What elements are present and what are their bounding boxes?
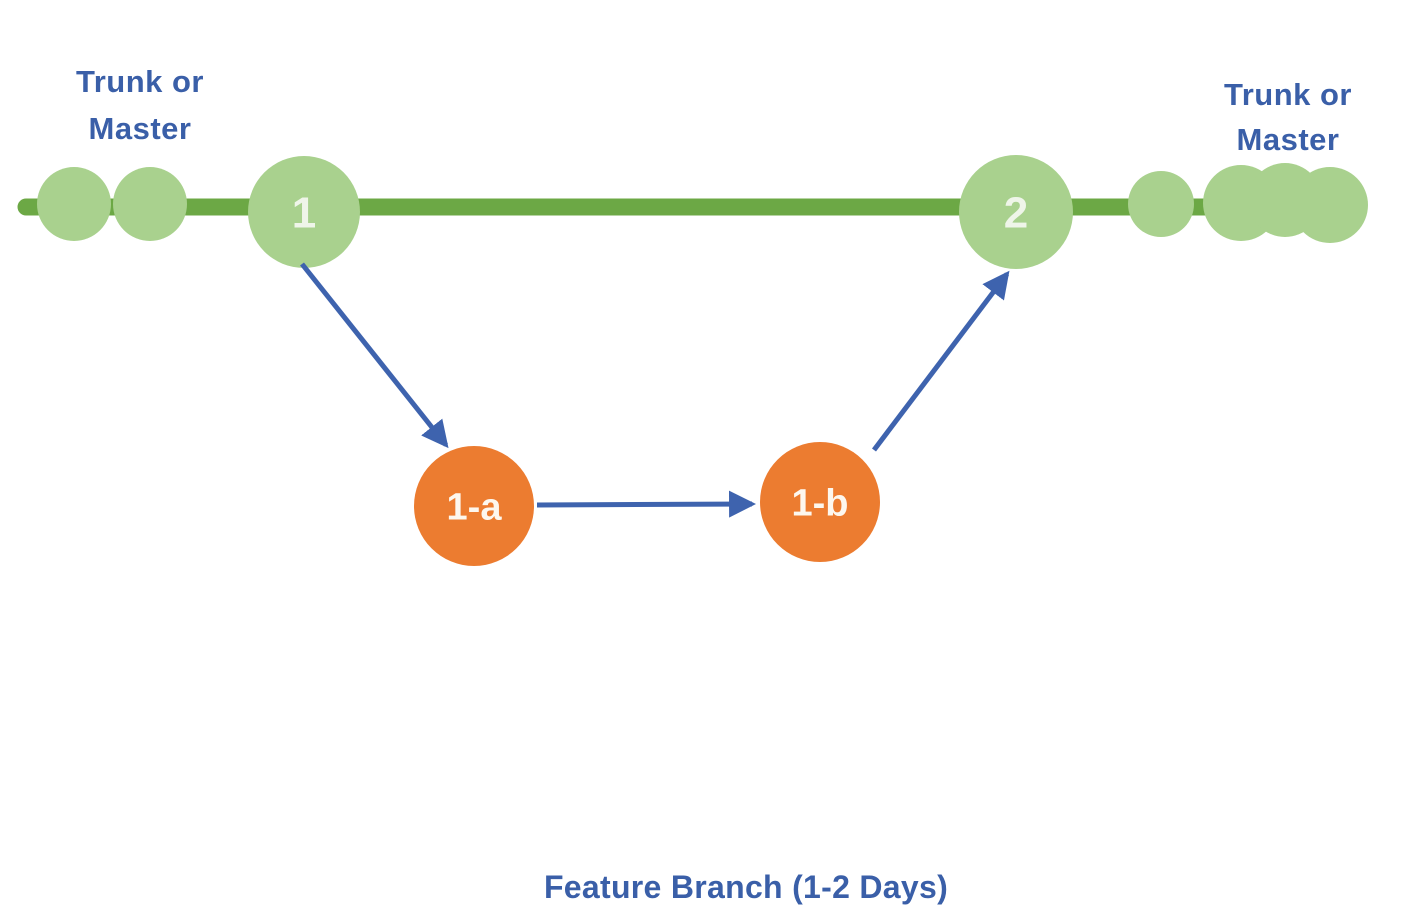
arrow-feature-b-to-commit2 [872, 270, 1010, 452]
commit-dot [37, 167, 111, 241]
trunk-label-right-line2: Master [1237, 122, 1340, 157]
feature-commit-b-label: 1-b [792, 482, 849, 524]
trunk-commit-2-node [959, 155, 1073, 269]
feature-commit-a-label: 1-a [447, 486, 503, 528]
arrow-feature-a-to-feature-b [536, 490, 757, 518]
feature-commit-b-node [760, 442, 880, 562]
trunk-commit-2-label: 2 [1004, 188, 1028, 237]
commit-dot [1292, 167, 1368, 243]
commit-dot [1128, 171, 1194, 237]
trunk-commit-1-node [248, 156, 360, 268]
trunk-label-left-line1: Trunk or [76, 64, 204, 99]
arrow-commit1-to-feature-a [300, 262, 449, 449]
feature-commit-a-node [414, 446, 534, 566]
feature-branch-caption: Feature Branch (1-2 Days) [544, 869, 948, 905]
trunk-commit-1-label: 1 [292, 188, 316, 237]
trunk-label-left-line2: Master [89, 111, 192, 146]
commit-dot [113, 167, 187, 241]
trunk-label-right-line1: Trunk or [1224, 77, 1352, 112]
